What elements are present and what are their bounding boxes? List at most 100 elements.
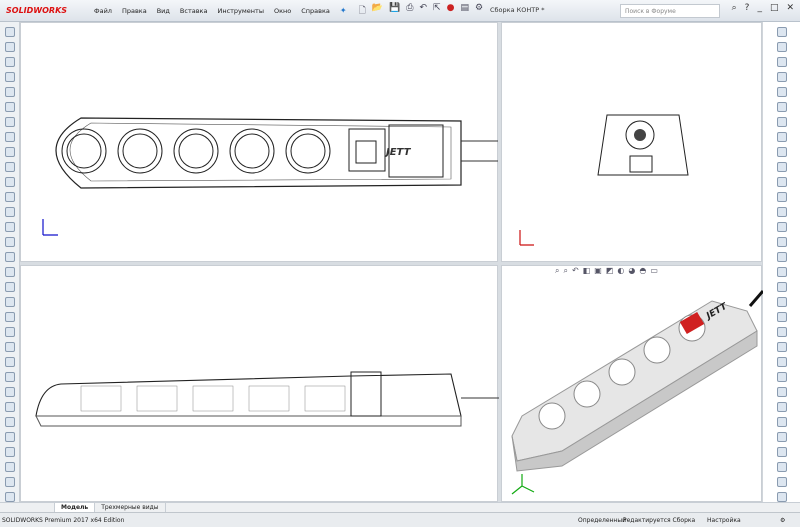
- tool-icon[interactable]: [776, 402, 787, 412]
- circle-icon[interactable]: [776, 87, 787, 97]
- tool-icon[interactable]: [776, 267, 787, 277]
- viewport-splitter-vertical[interactable]: [498, 22, 501, 502]
- maximize-button[interactable]: □: [769, 3, 779, 13]
- viewport-splitter-horizontal[interactable]: [20, 262, 762, 265]
- tool-icon[interactable]: [776, 207, 787, 217]
- minimize-button[interactable]: _: [757, 3, 762, 13]
- tool-icon[interactable]: [776, 417, 787, 427]
- tool-icon[interactable]: [776, 432, 787, 442]
- search-input[interactable]: Поиск в Форуме: [620, 4, 720, 18]
- previous-view-icon[interactable]: ↶: [571, 266, 579, 275]
- tool-icon[interactable]: [4, 132, 15, 142]
- viewport-top[interactable]: JETT: [20, 22, 499, 262]
- tool-icon[interactable]: [776, 492, 787, 502]
- tool-icon[interactable]: [4, 402, 15, 412]
- tool-icon[interactable]: [4, 252, 15, 262]
- menu-view[interactable]: Вид: [156, 6, 170, 15]
- tool-icon[interactable]: [4, 207, 15, 217]
- solidworks-logo[interactable]: SOLIDWORKS: [6, 6, 68, 15]
- open-icon[interactable]: 📂: [371, 2, 384, 13]
- zoom-to-fit-icon[interactable]: ⌕: [555, 266, 560, 275]
- tool-icon[interactable]: [4, 357, 15, 367]
- select-icon[interactable]: ⇱: [433, 2, 441, 13]
- menu-window[interactable]: Окно: [273, 6, 292, 15]
- display-style-icon[interactable]: ◩: [605, 266, 614, 275]
- tool-icon[interactable]: [4, 267, 15, 277]
- appearance-icon[interactable]: ◕: [628, 266, 636, 275]
- line-icon[interactable]: [776, 57, 787, 67]
- pin-icon[interactable]: ✦: [339, 6, 347, 15]
- view-orientation-icon[interactable]: ▣: [594, 266, 602, 275]
- rectangle-icon[interactable]: [776, 72, 787, 82]
- tab-3d-views[interactable]: Трехмерные виды: [95, 502, 166, 513]
- close-button[interactable]: ✕: [786, 3, 794, 13]
- tool-icon[interactable]: [776, 477, 787, 487]
- tool-icon[interactable]: [4, 327, 15, 337]
- rebuild-icon[interactable]: ●: [446, 2, 455, 13]
- menu-edit[interactable]: Правка: [121, 6, 147, 15]
- spline-icon[interactable]: [776, 117, 787, 127]
- status-settings[interactable]: Настройка: [707, 516, 741, 524]
- tool-icon[interactable]: [776, 192, 787, 202]
- arc-icon[interactable]: [776, 102, 787, 112]
- tool-icon[interactable]: [4, 477, 15, 487]
- tab-model[interactable]: Модель: [55, 502, 96, 513]
- tool-icon[interactable]: [4, 237, 15, 247]
- viewport-side[interactable]: [20, 265, 499, 502]
- help-icon[interactable]: ⚙: [780, 516, 786, 524]
- tool-icon[interactable]: [776, 462, 787, 472]
- tool-icon[interactable]: [4, 297, 15, 307]
- tool-icon[interactable]: [776, 177, 787, 187]
- menu-file[interactable]: Файл: [94, 6, 112, 15]
- tool-icon[interactable]: [776, 297, 787, 307]
- tool-icon[interactable]: [776, 372, 787, 382]
- tool-icon[interactable]: [776, 237, 787, 247]
- tool-icon[interactable]: [4, 27, 15, 37]
- tool-icon[interactable]: [4, 117, 15, 127]
- hide-show-icon[interactable]: ◐: [617, 266, 625, 275]
- file-properties-icon[interactable]: ▤: [460, 2, 469, 13]
- tool-icon[interactable]: [4, 432, 15, 442]
- viewport-front[interactable]: [501, 22, 762, 262]
- section-view-icon[interactable]: ◧: [582, 266, 591, 275]
- tool-icon[interactable]: [776, 342, 787, 352]
- zoom-area-icon[interactable]: ⌕: [563, 266, 568, 275]
- options-gear-icon[interactable]: ⚙: [474, 2, 484, 13]
- undo-icon[interactable]: ↶: [419, 2, 428, 13]
- tool-icon[interactable]: [776, 162, 787, 172]
- tool-icon[interactable]: [4, 492, 15, 502]
- tool-icon[interactable]: [4, 372, 15, 382]
- tool-icon[interactable]: [4, 417, 15, 427]
- tool-icon[interactable]: [776, 147, 787, 157]
- tool-icon[interactable]: [4, 57, 15, 67]
- tool-icon[interactable]: [4, 42, 15, 52]
- search-icon[interactable]: ⌕: [731, 3, 737, 13]
- tool-icon[interactable]: [4, 162, 15, 172]
- tool-icon[interactable]: [776, 357, 787, 367]
- text-icon[interactable]: [776, 132, 787, 142]
- tool-icon[interactable]: [4, 222, 15, 232]
- save-icon[interactable]: 💾: [389, 2, 401, 13]
- tool-icon[interactable]: [4, 462, 15, 472]
- tool-icon[interactable]: [776, 387, 787, 397]
- tool-icon[interactable]: [4, 447, 15, 457]
- tool-icon[interactable]: [4, 102, 15, 112]
- tool-icon[interactable]: [776, 327, 787, 337]
- tool-icon[interactable]: [4, 87, 15, 97]
- tool-icon[interactable]: [4, 387, 15, 397]
- menu-help[interactable]: Справка: [301, 6, 330, 15]
- tool-icon[interactable]: [776, 282, 787, 292]
- tool-icon[interactable]: [4, 147, 15, 157]
- scene-icon[interactable]: ◓: [639, 266, 647, 275]
- tool-icon[interactable]: [4, 342, 15, 352]
- tool-icon[interactable]: [4, 192, 15, 202]
- new-icon[interactable]: 🗋: [358, 5, 366, 16]
- menu-insert[interactable]: Вставка: [179, 6, 208, 15]
- sketch-tool-icon[interactable]: [776, 27, 787, 37]
- tool-icon[interactable]: [776, 252, 787, 262]
- menu-tools[interactable]: Инструменты: [217, 6, 264, 15]
- print-icon[interactable]: ⎙: [406, 2, 414, 13]
- tool-icon[interactable]: [776, 222, 787, 232]
- tool-icon[interactable]: [4, 177, 15, 187]
- tool-icon[interactable]: [776, 447, 787, 457]
